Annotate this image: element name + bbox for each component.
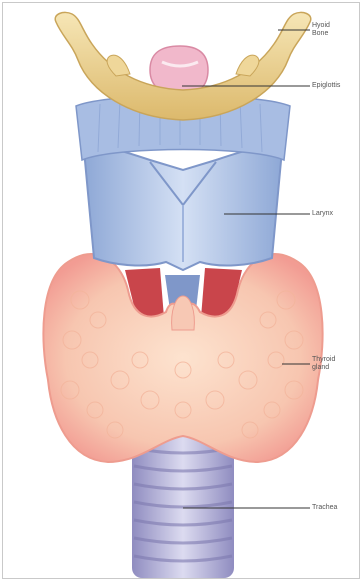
label-trachea: Trachea: [312, 504, 337, 512]
label-hyoid-bone: Hyoid Bone: [312, 22, 330, 38]
label-larynx: Larynx: [312, 210, 333, 218]
larynx: [76, 96, 290, 271]
label-epiglottis: Epiglottis: [312, 82, 340, 90]
label-thyroid-gland: Thyroid gland: [312, 356, 335, 372]
